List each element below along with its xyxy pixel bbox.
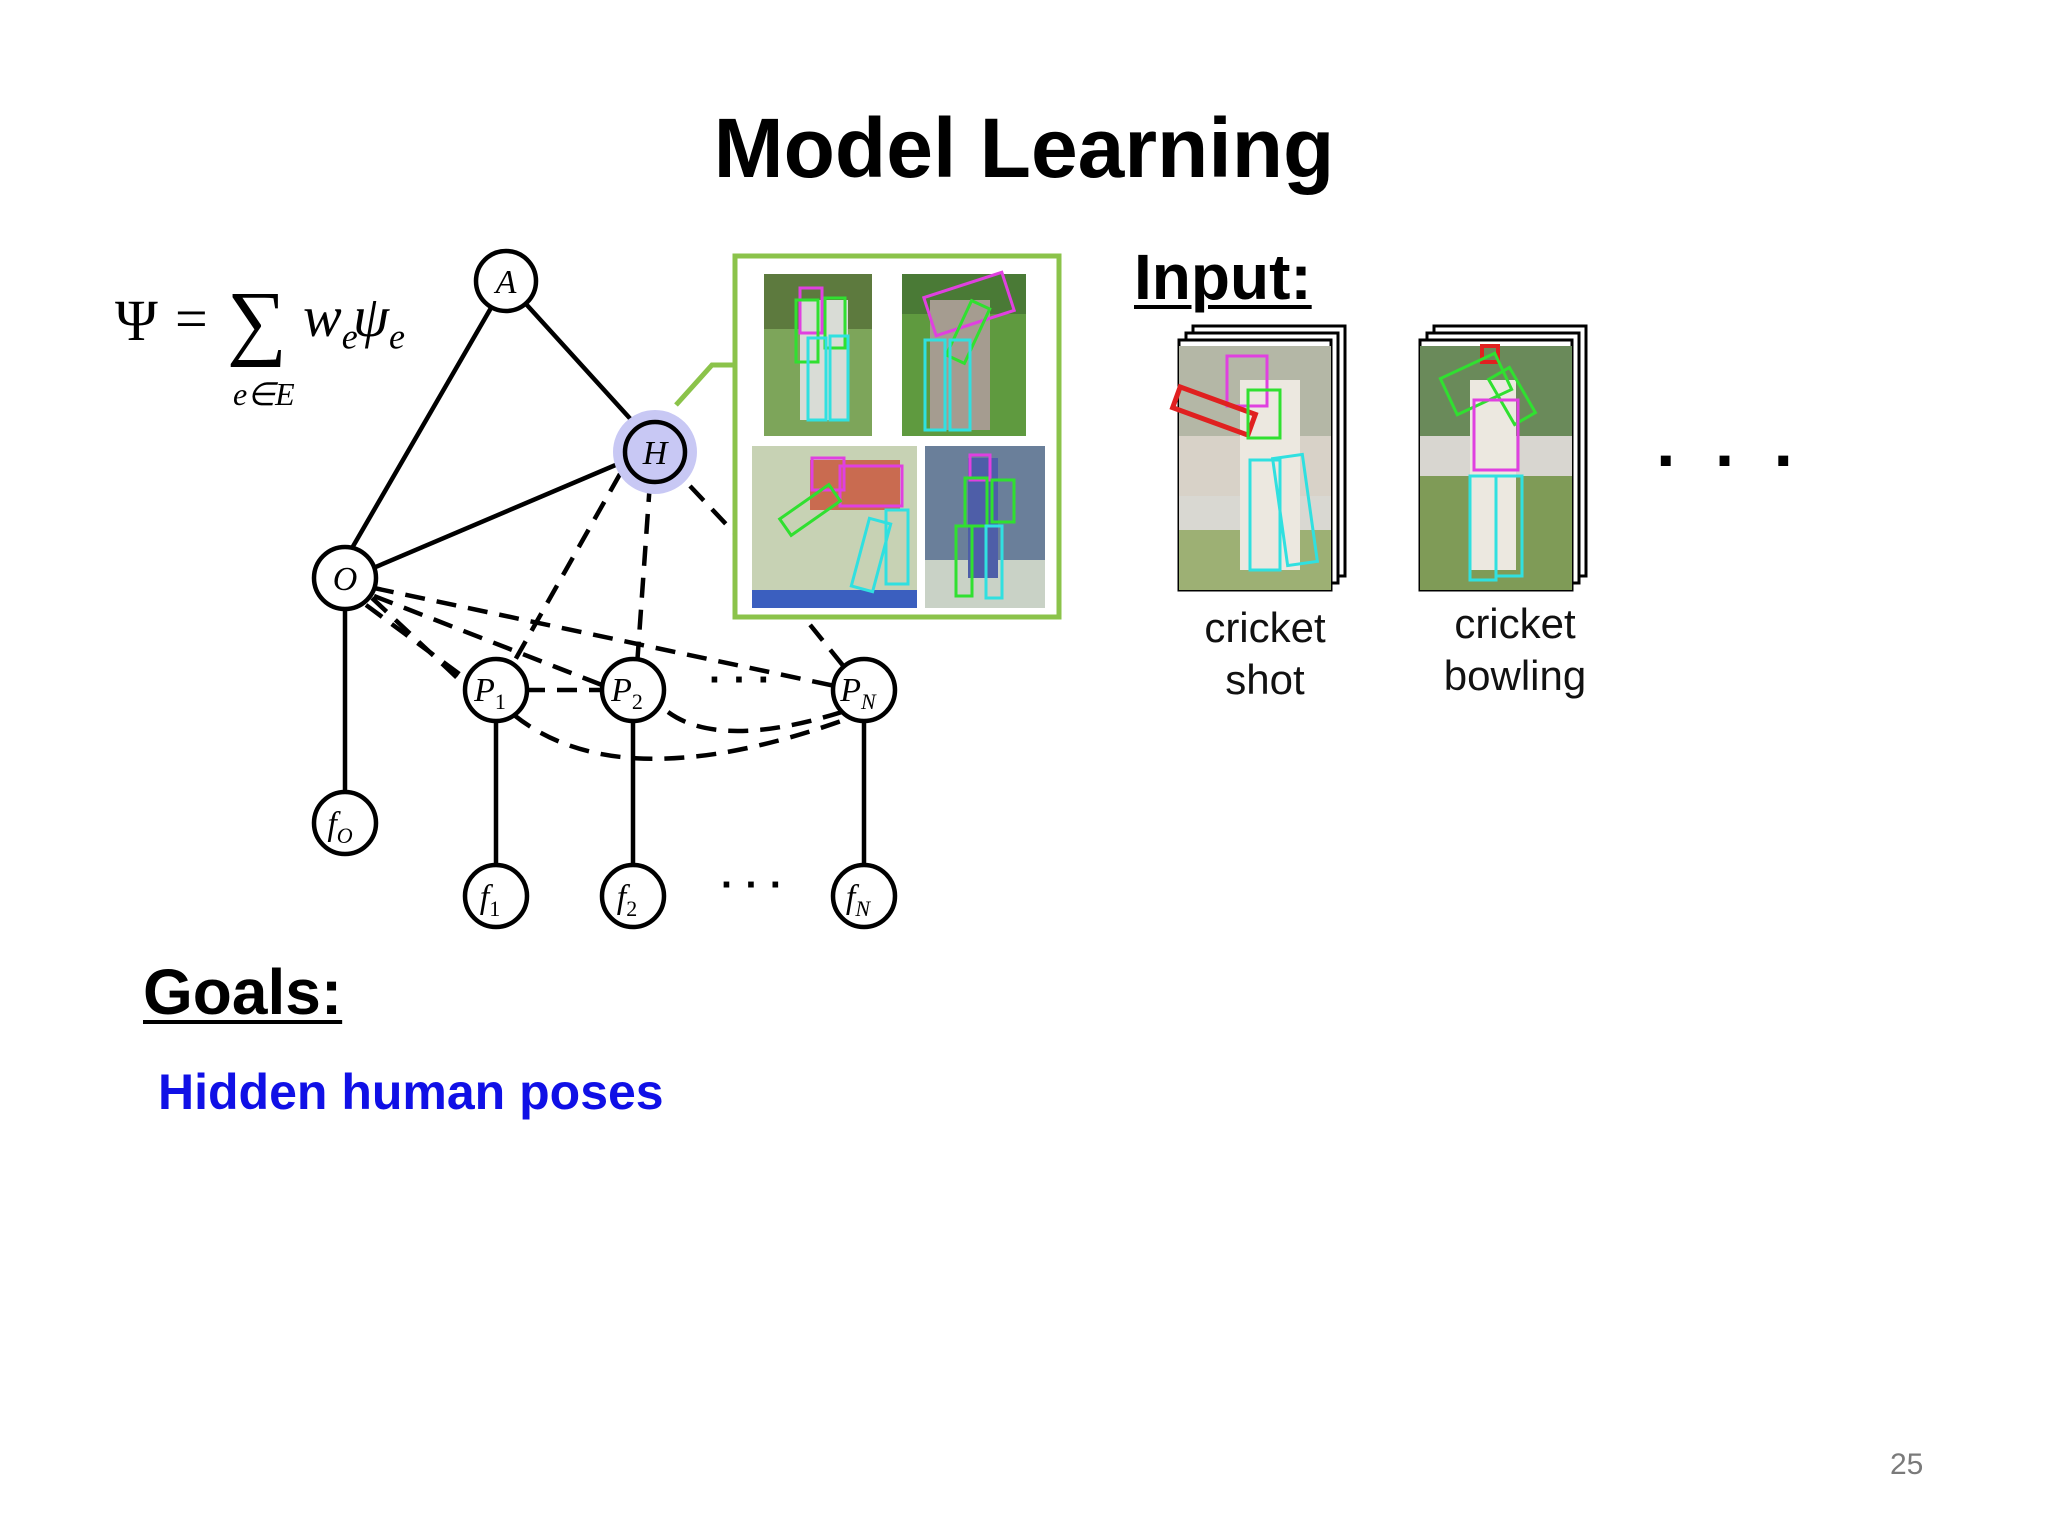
more-inputs-ellipsis: · · · <box>1656 421 1805 499</box>
node-P2 <box>599 656 667 724</box>
input-stack-1 <box>1169 324 1347 592</box>
node-fO <box>311 789 379 857</box>
input-stack-2 <box>1418 324 1588 592</box>
inset-callout-line <box>674 362 735 407</box>
node-P1 <box>462 656 530 724</box>
node-A <box>473 248 539 314</box>
node-H <box>622 419 688 485</box>
input-caption-1-line1: cricket <box>1204 604 1326 651</box>
input-caption-2-line1: cricket <box>1454 600 1576 647</box>
formula-sum-index: e∈E <box>233 376 295 412</box>
node-fN <box>830 862 898 930</box>
goal-item-hidden-poses: Hidden human poses <box>158 1064 664 1120</box>
page-number: 25 <box>1890 1448 1924 1481</box>
parts-ellipsis: · · · <box>709 658 771 702</box>
formula-weight: we <box>303 284 358 357</box>
dashed-edges <box>364 472 847 762</box>
input-caption-2: cricket bowling <box>1410 598 1620 702</box>
input-heading: Input: <box>1134 241 1312 313</box>
formula-potential: ψe <box>353 284 406 357</box>
pose-examples-inset <box>732 253 1062 620</box>
pose-photo-2 <box>902 270 1026 436</box>
node-A-label: A <box>494 264 517 301</box>
node-P1-label: P1 <box>473 672 506 714</box>
objective-formula: Ψ = ∑ we ψe e∈E <box>115 275 435 415</box>
features-ellipsis: · · · <box>721 863 783 907</box>
formula-sum: ∑ <box>227 275 287 368</box>
node-PN-label: PN <box>839 672 877 714</box>
input-caption-1-line2: shot <box>1225 656 1305 703</box>
formula-equals: = <box>175 286 208 351</box>
node-O <box>311 544 379 612</box>
pose-photo-1 <box>764 274 872 436</box>
slide-title: Model Learning <box>713 101 1335 195</box>
node-f1 <box>462 862 530 930</box>
input-caption-2-line2: bowling <box>1443 652 1587 699</box>
formula-psi: Ψ <box>115 288 158 353</box>
node-P2-label: P2 <box>610 672 643 714</box>
node-H-label: H <box>642 435 670 472</box>
goals-heading: Goals: <box>143 956 343 1028</box>
pose-photo-3 <box>752 446 917 608</box>
solid-edges <box>342 280 867 872</box>
input-caption-1: cricket shot <box>1160 602 1370 706</box>
node-O-label: O <box>333 561 358 598</box>
pose-photo-4 <box>925 446 1045 608</box>
node-PN <box>830 656 898 724</box>
node-f2 <box>599 862 667 930</box>
